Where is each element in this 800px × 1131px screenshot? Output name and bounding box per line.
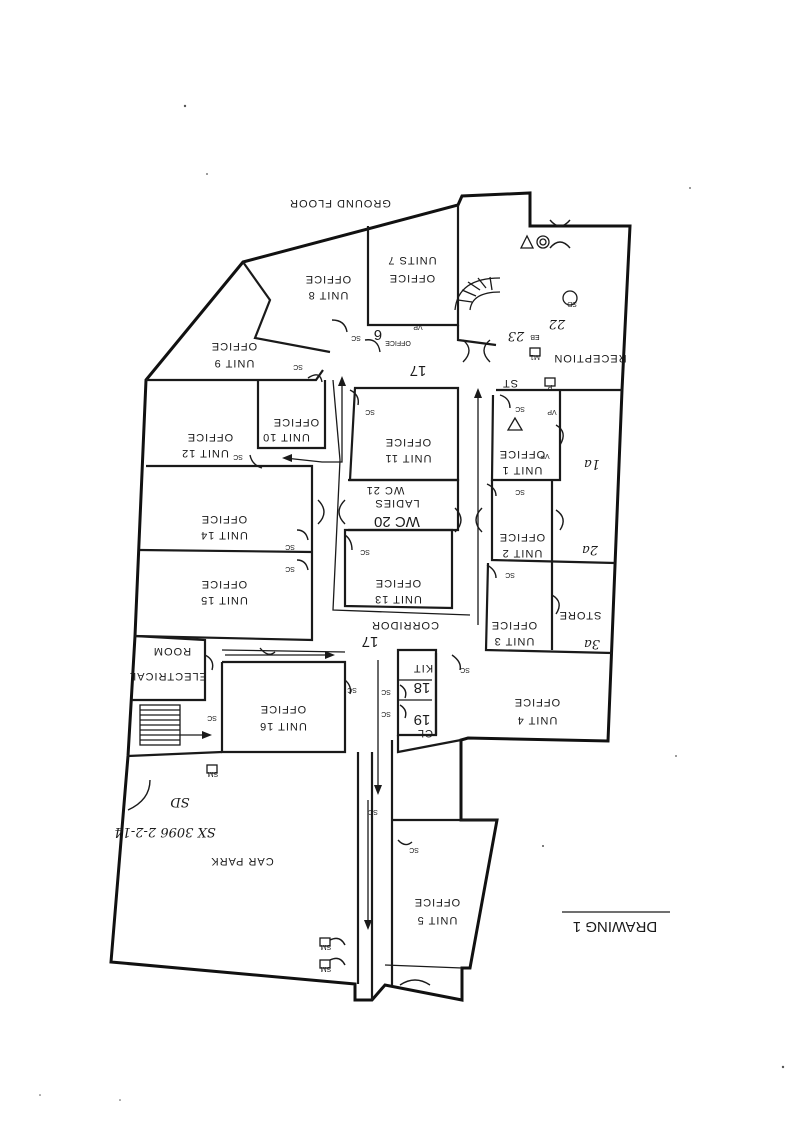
unit-3-office: OFFICE [491,619,537,631]
sc-marker-2: SC [293,363,303,370]
unit-2-label: UNIT 2 [502,547,543,559]
num-2a: 2a [582,542,599,557]
num-17-top: 17 [410,362,427,379]
electrical-label: ELECTRICAL [129,670,207,682]
num-18: 18 [414,679,431,696]
unit-11-office: OFFICE [385,436,431,448]
escape-arrows [180,376,482,930]
num-3a: 3a [584,636,600,651]
unit-16-office: OFFICE [260,703,306,715]
unit-11-label: UNIT 11 [385,452,432,464]
site-symbols [206,234,578,969]
unit-8-label: UNIT 8 [308,289,349,301]
kit-label: KIT [413,662,433,674]
sc-marker-7: SC [285,565,295,572]
doors [127,219,571,986]
sc-marker-10: SC [460,666,470,673]
vp-marker-unit1: VP [540,452,550,459]
vp-marker-office6: VP [413,323,423,330]
sc-marker-15: SC [409,846,419,853]
office-6-label: OFFICE [385,339,411,346]
sc-marker-9: SC [505,571,515,578]
cl-label: CL [417,727,433,739]
sc-marker-13: SC [381,710,391,717]
internal-walls [127,205,622,1000]
sc-marker-11: SC [233,453,243,460]
unit-14-office: OFFICE [201,513,247,525]
unit-12-label: UNIT 12 [181,447,229,459]
room-labels: UNITS 7 OFFICE UNIT 8 OFFICE UNIT 9 OFFI… [129,254,627,926]
sd-marker-stair: SD [567,300,577,307]
unit-15-label: UNIT 15 [200,594,248,606]
num-6: 6 [374,326,382,343]
sm-marker-1: SM [321,943,332,950]
vp-marker-right: VP [547,408,557,415]
p-marker: P [547,383,552,390]
num-17-bottom: 17 [362,633,379,650]
unit-5-office: OFFICE [414,896,460,908]
wc-21-label: WC 21 [366,484,405,496]
store-label: STORE [559,609,602,621]
car-park-label: CAR PARK [210,855,273,867]
unit-12-office: OFFICE [187,431,233,443]
room-numbers: 22 23 17 17 6 18 19 1a 2a 3a [362,316,600,728]
num-23: 23 [508,328,526,343]
m1-marker: M1 [530,353,540,360]
unit-4-office: OFFICE [514,696,560,708]
unit-14-label: UNIT 14 [200,529,248,541]
eb-marker: EB [530,333,540,340]
wc-ladies-sub: LADIES [374,497,419,509]
sc-marker-14: SC [347,686,357,693]
handwritten-note: SX 3096 2-2-14 [114,824,215,839]
unit-13-label: UNIT 13 [374,593,422,605]
markers: VP VP VP SC SC SC SC SC SC SC SC SC SC S… [170,300,577,972]
unit-15-office: OFFICE [201,578,247,590]
num-22: 22 [549,316,567,331]
sc-marker-6: SC [285,543,295,550]
sm-marker-3: SM [208,770,219,777]
electrical-room-label: ROOM [153,645,191,657]
plan-title: GROUND FLOOR [289,197,391,209]
num-1a: 1a [584,456,600,471]
unit-2-office: OFFICE [499,531,545,543]
sd-marker: SD [170,794,190,809]
sc-marker-16: SC [207,714,217,721]
drawing-label: DRAWING 1 [573,918,657,935]
sc-marker-5: SC [515,488,525,495]
corridor-label: CORRIDOR [371,619,439,631]
unit-4-label: UNIT 4 [517,714,558,726]
sc-marker-8: SC [360,548,370,555]
stair-flight [139,704,181,746]
sc-marker-12: SC [381,688,391,695]
unit-7-label: UNITS 7 [387,254,436,266]
unit-13-office: OFFICE [375,577,421,589]
sc-marker-1: SC [351,334,361,341]
unit-9-office: OFFICE [211,340,257,352]
reception-label: RECEPTION [553,352,626,364]
unit-1-office: OFFICE [499,448,545,460]
sc-marker-17: SC [368,808,378,815]
scan-specks [39,104,785,1101]
unit-10-label: UNIT 10 [262,431,310,443]
unit-10-office: OFFICE [273,416,319,428]
unit-5-label: UNIT 5 [417,914,458,926]
unit-9-label: UNIT 9 [214,357,255,369]
building-outline [109,191,632,1002]
unit-1-label: UNIT 1 [502,464,543,476]
unit-7-office: OFFICE [389,272,435,284]
unit-3-label: UNIT 3 [494,635,535,647]
num-19: 19 [414,711,431,728]
unit-16-label: UNIT 16 [259,720,307,732]
st-label: ST [502,377,518,389]
sc-marker-4: SC [515,405,525,412]
spiral-stair [454,276,501,311]
wc-ladies-label: WC 20 [374,513,420,530]
sc-marker-3: SC [365,408,375,415]
unit-8-office: OFFICE [305,273,351,285]
sm-marker-2: SM [321,965,332,972]
